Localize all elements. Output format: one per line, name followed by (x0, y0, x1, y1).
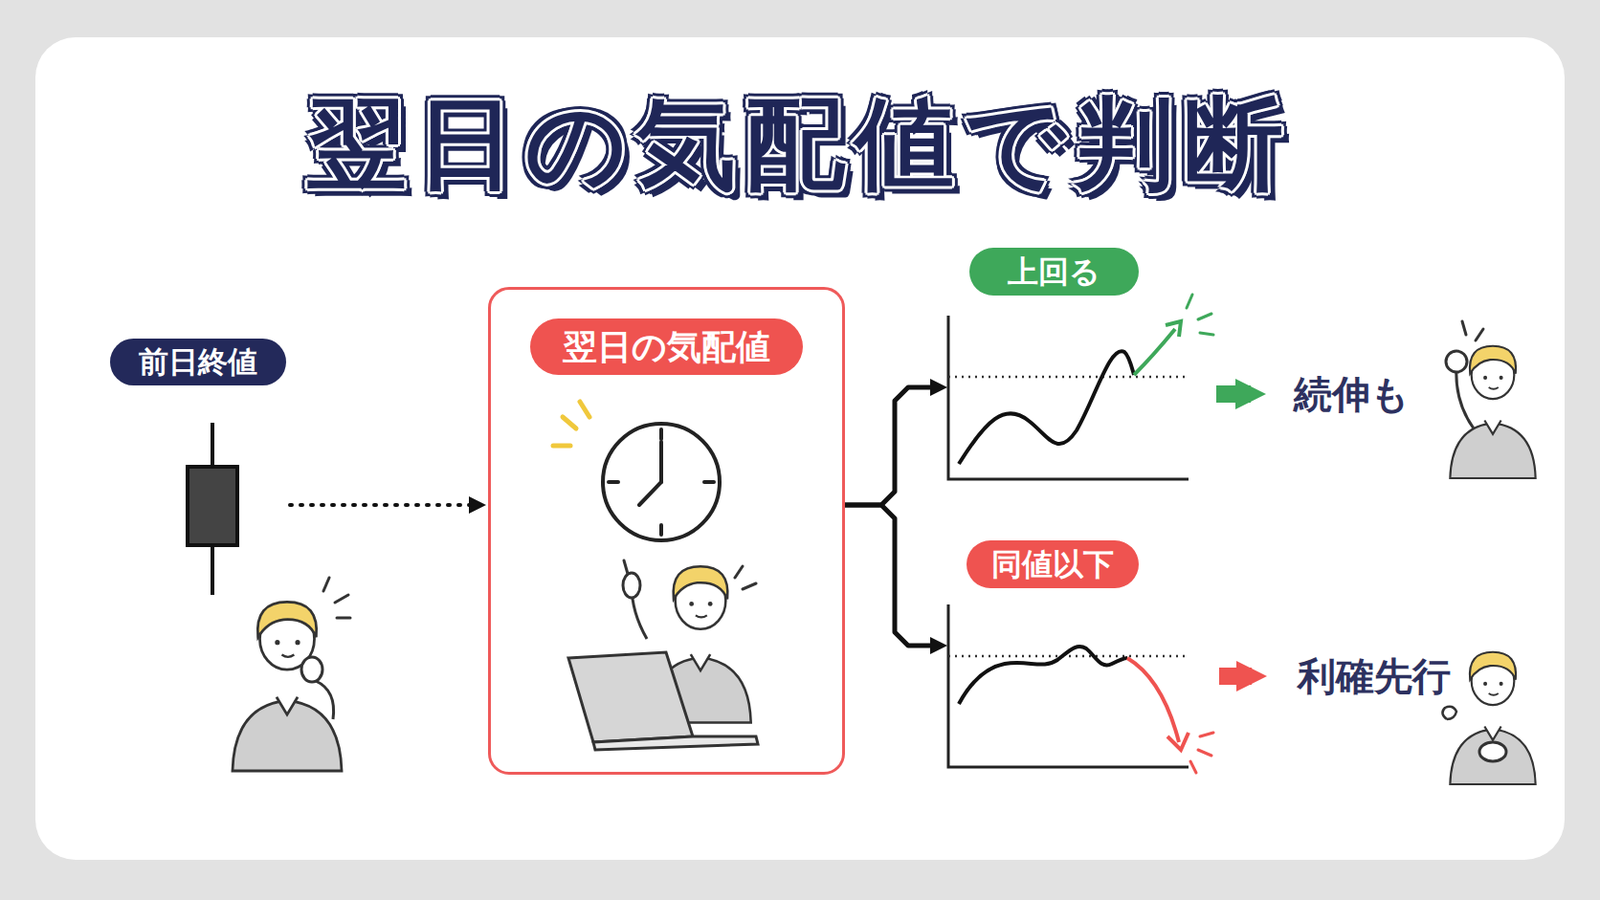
flow-arrow (844, 387, 939, 506)
result-label: 利確先行 (1297, 653, 1451, 700)
clock-part-part (704, 480, 714, 485)
flow-arrow (844, 505, 939, 646)
lower-chart-part-part (1190, 761, 1197, 774)
clock-part (608, 429, 714, 535)
happy-person-part (1456, 367, 1474, 429)
thinking-person-part-part (323, 577, 330, 592)
upper-chart (948, 294, 1214, 480)
upper-chart-part (1186, 294, 1214, 335)
lower-chart (948, 604, 1214, 774)
upper-chart-part-part (1198, 313, 1212, 320)
thinking-person-part (315, 681, 334, 720)
sighing-person-part (1449, 652, 1535, 785)
clock (553, 401, 720, 541)
upper-chart-part-part (1200, 333, 1214, 335)
laptop-person-part (622, 573, 641, 599)
pill-label: 上回る (969, 247, 1139, 296)
laptop-person-part-part (742, 583, 756, 590)
upper-chart-part (1165, 321, 1181, 337)
sighing-person-part (1479, 742, 1507, 762)
result-arrow (1219, 667, 1252, 686)
clock-part-part (659, 525, 664, 535)
label-group: 前日終値 (110, 338, 287, 596)
laptop-person-part (734, 566, 756, 590)
result-label: 続伸も (1293, 371, 1410, 418)
thinking-person-part (323, 577, 351, 619)
pill-label: 同値以下 (966, 540, 1139, 589)
result-arrow (1216, 385, 1251, 403)
lower-chart-part (1127, 658, 1179, 743)
lower-chart-part (948, 655, 1189, 659)
label-group: 上回る (948, 247, 1189, 480)
pill-label: 前日終値 (110, 338, 287, 386)
clock-part-part (562, 417, 577, 429)
happy-person (1445, 321, 1536, 479)
laptop-person (568, 560, 758, 751)
clock-part-part (659, 429, 664, 440)
thinking-person-part-part (334, 595, 349, 603)
title: 翌日の気配値で判断 (0, 78, 1600, 213)
lower-chart-part-part (1200, 733, 1214, 737)
happy-person-part-part (1475, 329, 1484, 341)
happy-person-part (1445, 351, 1467, 373)
clock-part-part (659, 442, 664, 483)
upper-chart-part (948, 315, 1189, 480)
upper-chart-part (948, 376, 1189, 379)
clock-part-part (639, 482, 662, 506)
thinking-person (232, 577, 351, 772)
clock-part-part (553, 444, 571, 449)
lower-chart-part-part (1198, 750, 1212, 756)
candlestick-part (187, 466, 238, 546)
label-group: 同値以下 (948, 540, 1189, 768)
upper-chart-part-part (1186, 294, 1193, 309)
thinking-person-part-part (336, 617, 351, 621)
lower-chart-part (948, 604, 1189, 768)
clock-part (553, 401, 590, 446)
happy-person-part (1462, 321, 1484, 341)
result-text: 続伸も (1293, 371, 1410, 418)
clock-part (602, 423, 720, 541)
pill-label: 翌日の気配値 (530, 318, 803, 376)
upper-chart-part (958, 351, 1134, 465)
clock-part-part (608, 480, 619, 485)
candlestick (187, 422, 238, 596)
upper-chart-part (1133, 329, 1176, 376)
lower-chart-part (1167, 733, 1189, 751)
sighing-person (1442, 652, 1535, 785)
process-box: 翌日の気配値 (488, 287, 845, 776)
thinking-person-part (301, 657, 323, 683)
flow-arrow (289, 503, 478, 508)
lower-chart-part (1190, 733, 1214, 774)
thinking-person-part (232, 601, 342, 772)
laptop-person-part (593, 736, 758, 751)
laptop-person-part (568, 652, 693, 743)
laptop-person-part-part (734, 566, 743, 578)
result-text: 利確先行 (1297, 653, 1451, 700)
laptop-person-part (623, 560, 628, 575)
sighing-person-part (1442, 707, 1457, 720)
happy-person-part-part (1462, 321, 1467, 335)
clock-part-part (579, 401, 590, 418)
lower-chart-part (958, 646, 1128, 705)
